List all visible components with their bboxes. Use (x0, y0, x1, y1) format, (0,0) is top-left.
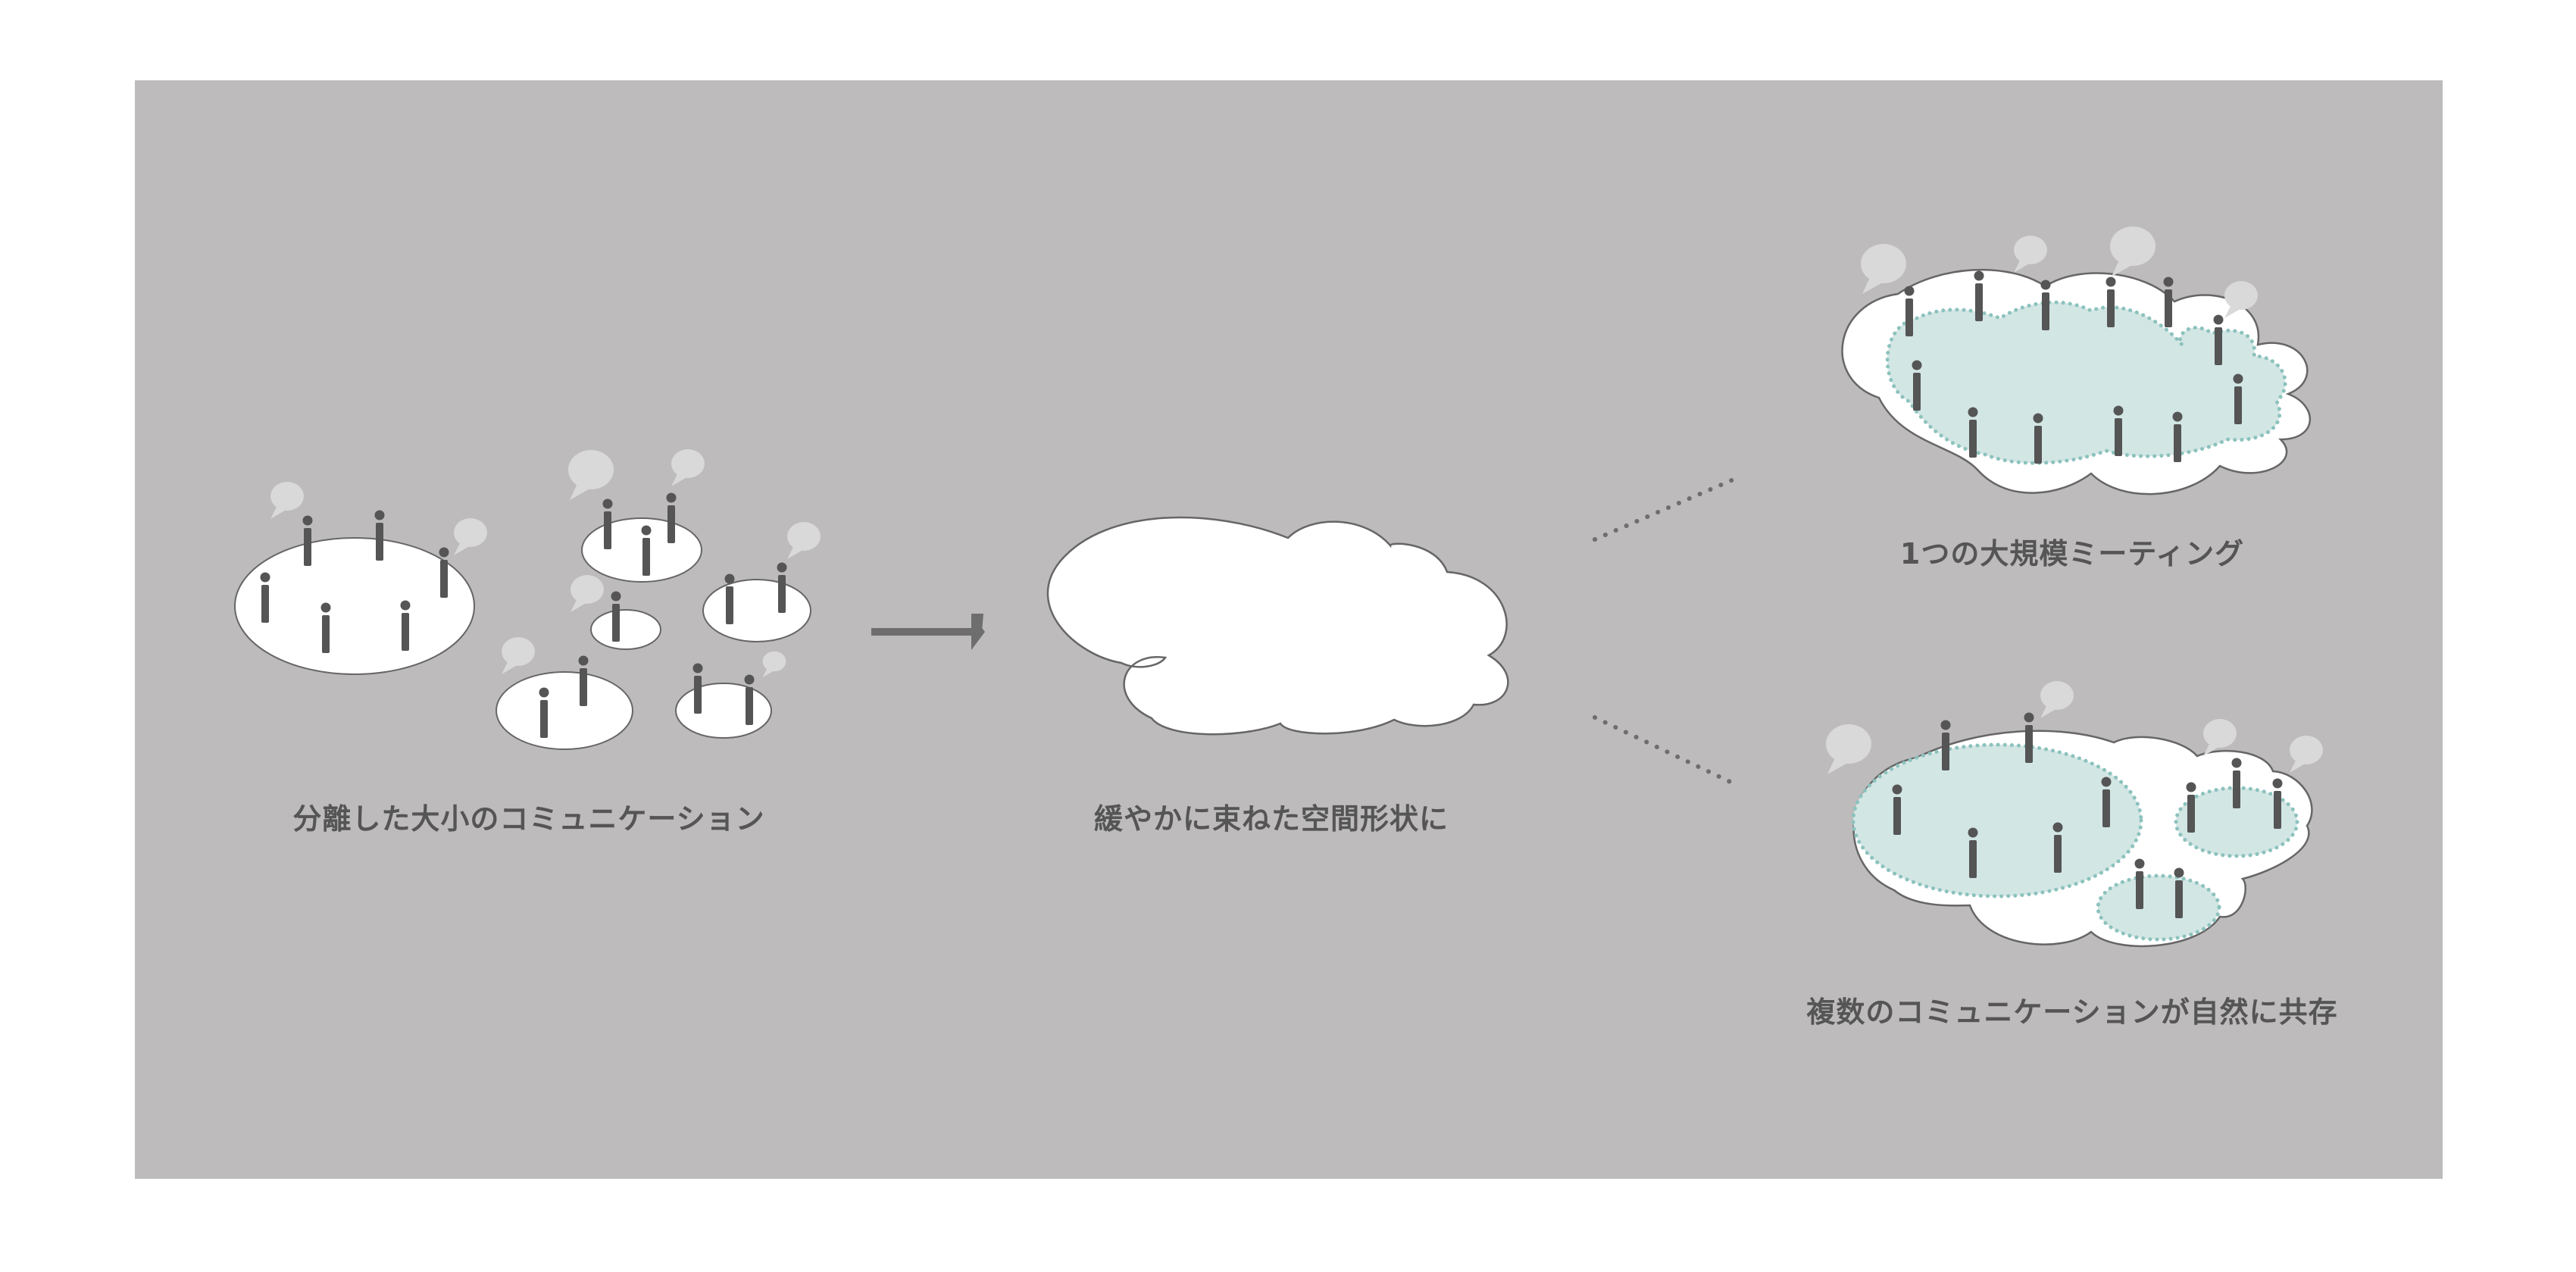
speech-bubble-icon (1861, 244, 1906, 294)
speech-bubble-icon (2040, 681, 2074, 718)
person-icon (1912, 360, 1922, 411)
person-icon (666, 492, 677, 543)
person-icon (724, 573, 735, 624)
person-icon (539, 687, 549, 738)
person-icon (744, 674, 755, 725)
person-icon (2231, 758, 2242, 808)
person-icon (2213, 314, 2224, 365)
space-large (234, 537, 475, 675)
person-icon (2113, 405, 2124, 456)
speech-bubble-icon (671, 449, 705, 486)
person-icon (1904, 286, 1915, 336)
caption-separated: 分離した大小のコミュニケーション (292, 802, 765, 836)
person-icon (1968, 827, 1978, 878)
person-icon (692, 663, 703, 714)
person-icon (1892, 784, 1902, 835)
person-icon (1940, 720, 1951, 770)
arrow-right-icon (871, 614, 985, 650)
branch-line-upper (1593, 477, 1737, 542)
space-bottom-right (675, 683, 772, 739)
person-icon (2134, 858, 2145, 909)
caption-multiple: 複数のコミュニケーションが自然に共存 (1806, 995, 2338, 1029)
speech-bubble-icon (762, 651, 786, 677)
speech-bubble-icon (454, 518, 487, 555)
speech-bubble-icon (1826, 724, 1871, 774)
person-icon (2033, 413, 2043, 464)
speech-bubble-icon (2110, 227, 2156, 277)
speech-bubble-icon (502, 637, 535, 674)
zone-bottom (2096, 874, 2221, 942)
person-icon (2272, 778, 2283, 829)
person-icon (2106, 277, 2116, 327)
person-icon (260, 572, 270, 623)
person-icon (1974, 270, 1984, 321)
speech-bubble-icon (2290, 736, 2323, 773)
person-icon (2172, 411, 2183, 462)
space-small (590, 609, 661, 650)
person-icon (302, 515, 313, 566)
person-icon (400, 600, 411, 651)
person-icon (777, 562, 787, 613)
multiple-meetings-group (1826, 681, 2323, 948)
caption-large-meeting: 1つの大規模ミーティング (1899, 537, 2245, 570)
branch-line-lower (1593, 715, 1737, 786)
large-meeting-zone (1885, 300, 2287, 465)
person-icon (2101, 777, 2112, 827)
person-icon (641, 525, 652, 576)
person-icon (2233, 373, 2243, 424)
person-icon (2024, 712, 2034, 763)
person-icon (320, 602, 331, 653)
caption-bundled: 緩やかに束ねた空間形状に (1093, 802, 1449, 836)
speech-bubble-icon (568, 450, 614, 500)
speech-bubble-icon (2014, 236, 2047, 273)
large-meeting-group (1841, 227, 2311, 495)
space-right (702, 579, 811, 642)
person-icon (611, 591, 621, 642)
person-icon (2186, 782, 2196, 833)
person-icon (602, 498, 613, 549)
person-icon (2174, 867, 2184, 918)
person-icon (374, 510, 385, 561)
speech-bubble-icon (270, 482, 304, 519)
space-top (581, 517, 702, 583)
space-bottom-left (496, 671, 633, 750)
person-icon (439, 547, 449, 598)
person-icon (2040, 280, 2051, 330)
separated-group (234, 449, 821, 750)
person-icon (2163, 277, 2174, 327)
person-icon (1968, 407, 1978, 458)
bundled-space-cloud (1046, 516, 1509, 736)
zone-large (1851, 742, 2143, 899)
person-icon (578, 655, 589, 706)
speech-bubble-icon (787, 522, 821, 559)
person-icon (2052, 822, 2063, 873)
speech-bubble-icon (571, 575, 604, 612)
